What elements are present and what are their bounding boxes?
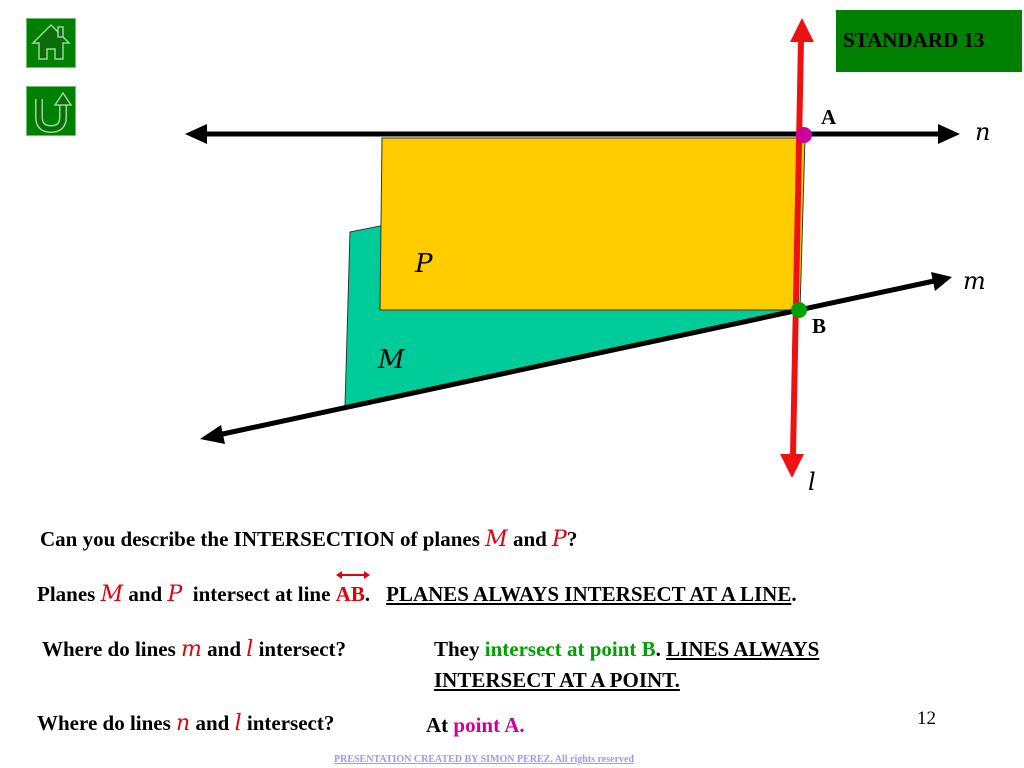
var-line-l: l	[246, 637, 254, 662]
line-m-label: m	[963, 267, 986, 295]
point-b-label: B	[812, 314, 826, 338]
var-line-n: n	[176, 711, 191, 736]
standard-label: STANDARD 13	[843, 28, 985, 52]
var-plane-p: P	[167, 582, 183, 607]
u-turn-back-icon	[35, 91, 73, 134]
double-arrow-icon	[335, 571, 370, 579]
footer-credit[interactable]: PRESENTATION CREATED BY SIMON PEREZ. All…	[333, 754, 635, 765]
question-1: Can you describe the INTERSECTION of pla…	[40, 527, 578, 552]
point-a-label: A	[821, 105, 837, 129]
home-icon	[31, 23, 71, 60]
line-l	[780, 18, 814, 478]
var-plane-m: M	[485, 527, 508, 552]
question-3: Where do lines n and l intersect?	[37, 711, 335, 736]
back-button[interactable]	[26, 86, 76, 136]
standard-badge: STANDARD 13	[836, 10, 1022, 72]
lines-rule-2: INTERSECT AT A POINT.	[434, 668, 680, 692]
question-2: Where do lines m and l intersect?	[42, 637, 347, 662]
home-button[interactable]	[26, 18, 76, 68]
line-n	[185, 124, 960, 144]
plane-m-label: M	[377, 345, 406, 375]
lines-rule-1: LINES ALWAYS	[666, 637, 820, 661]
var-plane-m: M	[100, 582, 124, 607]
answer-1: Planes M and P intersect at line AB.PLAN…	[37, 571, 797, 607]
page-number: 12	[917, 708, 936, 729]
answer-2-line-2: INTERSECT AT A POINT.	[434, 668, 680, 693]
var-line-l: l	[234, 711, 242, 736]
point-a	[796, 127, 812, 143]
answer-3: At point A.	[426, 713, 525, 737]
answer-2: They intersect at point B. LINES ALWAYS	[434, 637, 820, 661]
line-m	[200, 272, 952, 444]
line-ab-notation: AB	[335, 571, 370, 607]
line-n-label: n	[975, 118, 990, 146]
point-b	[791, 302, 807, 318]
geometry-figure: A B n m l P M	[185, 18, 990, 496]
line-l-label: l	[808, 468, 816, 496]
var-plane-p: P	[552, 527, 567, 552]
planes-rule: PLANES ALWAYS INTERSECT AT A LINE	[386, 582, 792, 606]
plane-p-label: P	[414, 249, 433, 279]
plane-p	[379, 137, 806, 311]
var-line-m: m	[181, 637, 202, 662]
